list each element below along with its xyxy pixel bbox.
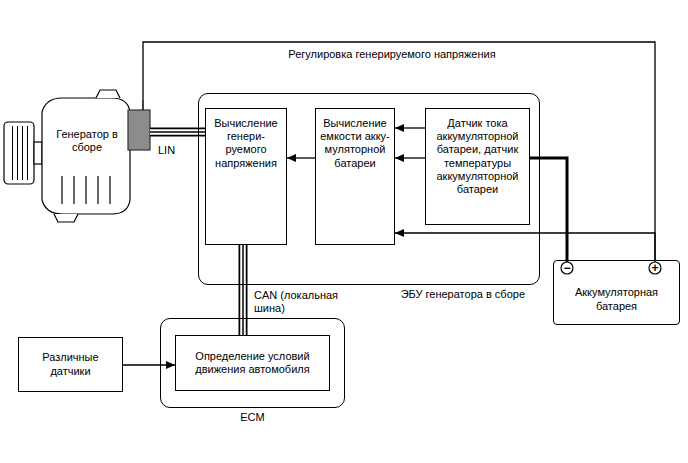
bus-core xyxy=(150,131,205,133)
generator-assembly: Генератор в сборе xyxy=(4,100,150,215)
box-text: Определение условий движения автомобиля xyxy=(180,350,325,376)
box-heading: ECM xyxy=(161,411,344,424)
connector-block xyxy=(128,110,150,150)
process-box: Вычисление генери- руемого напряжения xyxy=(205,108,287,245)
mounting-ear xyxy=(54,214,78,222)
bus-line xyxy=(150,128,205,137)
box-heading: ЭБУ генератора в сборе xyxy=(401,288,525,301)
positive-terminal xyxy=(649,262,661,274)
battery-terminals xyxy=(561,260,661,274)
terminal-sign: + xyxy=(649,262,661,274)
bus-gap xyxy=(240,245,246,335)
connector-label: CAN (локальная шина) xyxy=(252,289,356,315)
connector-group xyxy=(395,233,655,260)
generator-housing xyxy=(42,98,130,214)
connector-group xyxy=(150,132,205,133)
battery-box: Аккумуляторная батарея xyxy=(553,260,680,325)
negative-terminal xyxy=(561,262,573,274)
ecm-group-box: ECMОпределение условий движения автомоби… xyxy=(160,318,345,408)
connector-line xyxy=(123,364,175,365)
box-text: Различные датчики xyxy=(23,351,118,377)
mounting-ear xyxy=(96,90,120,98)
shaft xyxy=(34,142,42,164)
connector-line xyxy=(143,42,655,260)
connector-group xyxy=(243,245,244,335)
connector-line xyxy=(530,158,567,260)
connectors xyxy=(123,42,655,365)
connector-group xyxy=(287,158,315,159)
terminal-sign: − xyxy=(561,262,573,274)
box-text: Аккумуляторная батарея xyxy=(558,286,675,312)
housing-rib xyxy=(109,176,110,204)
pulley-grooves xyxy=(8,126,30,180)
housing-rib xyxy=(61,176,62,204)
ecu-group-box: ЭБУ генератора в сбореВычисление генери-… xyxy=(198,93,540,285)
box-text: Вычисление генери- руемого напряжения xyxy=(209,117,283,170)
connector-line xyxy=(395,157,425,158)
connector-group xyxy=(143,42,655,260)
pulley xyxy=(4,122,34,184)
input-box: Различные датчики xyxy=(18,337,123,392)
connector-group xyxy=(530,158,567,260)
connector-line xyxy=(395,233,655,260)
housing-rib xyxy=(85,176,86,204)
connector-label: Регулировка генерируемого напряжения xyxy=(260,48,524,61)
connector-group xyxy=(395,128,425,129)
box-heading: Генератор в сборе xyxy=(48,128,126,154)
generator-drawing xyxy=(4,90,150,222)
connector-group xyxy=(395,158,425,159)
connector-label: LIN xyxy=(156,144,177,157)
connector-line xyxy=(395,127,425,128)
connector-line xyxy=(287,157,315,158)
process-box: Определение условий движения автомобиля xyxy=(175,335,330,391)
box-text: Вычисление емкости акку- муляторной бата… xyxy=(319,117,391,170)
sensor-box: Датчик тока аккумуляторной батареи, датч… xyxy=(425,108,530,225)
bus-line xyxy=(239,245,248,335)
housing-rib xyxy=(73,176,74,204)
bus-core xyxy=(242,245,244,335)
bus-gap xyxy=(150,129,205,135)
wire-stub xyxy=(142,100,144,110)
box-text: Датчик тока аккумуляторной батареи, датч… xyxy=(429,117,526,196)
connector-group xyxy=(123,365,175,366)
process-box: Вычисление емкости акку- муляторной бата… xyxy=(315,108,395,245)
housing-rib xyxy=(97,176,98,204)
